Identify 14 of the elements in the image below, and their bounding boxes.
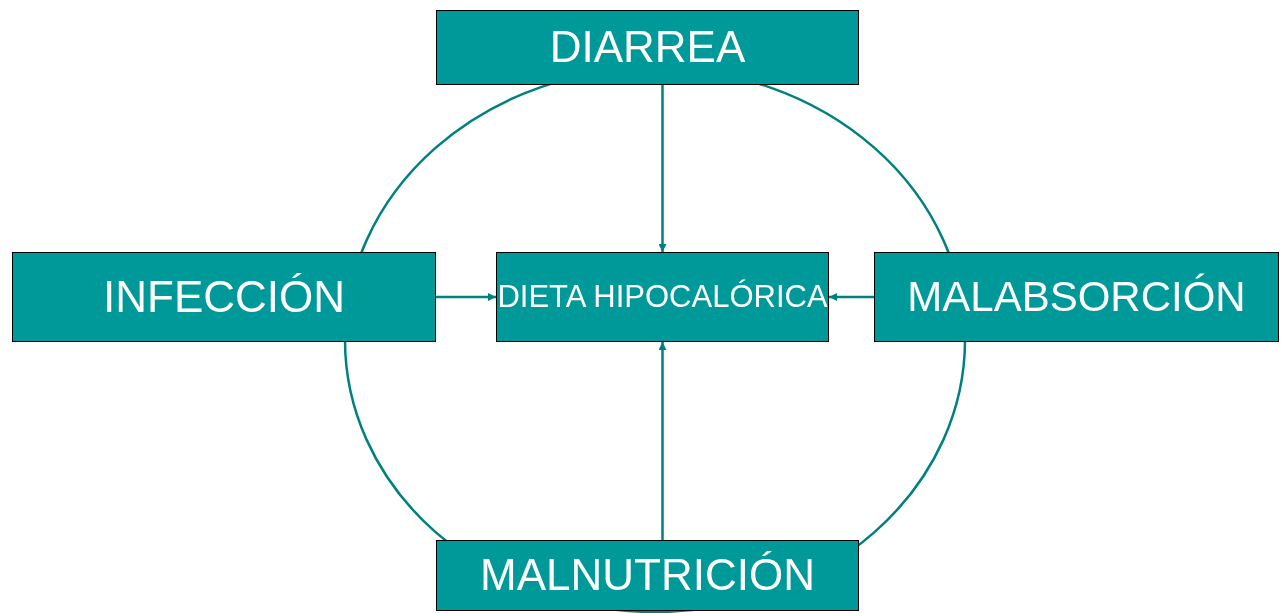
arrow — [436, 293, 496, 301]
box-label: MALNUTRICIÓN — [480, 552, 815, 599]
process-box — [436, 540, 859, 611]
process-box — [12, 252, 436, 342]
arrow — [658, 342, 667, 540]
box-label: MALABSORCIÓN — [907, 274, 1246, 320]
box-label: INFECCIÓN — [103, 273, 345, 321]
arrow — [658, 85, 667, 252]
process-box — [496, 252, 829, 342]
process-box — [436, 10, 859, 85]
box-label: DIETA HIPOCALÓRICA — [497, 280, 828, 314]
box-label: DIARREA — [549, 24, 746, 71]
arrow — [829, 293, 874, 301]
process-box — [874, 252, 1279, 342]
